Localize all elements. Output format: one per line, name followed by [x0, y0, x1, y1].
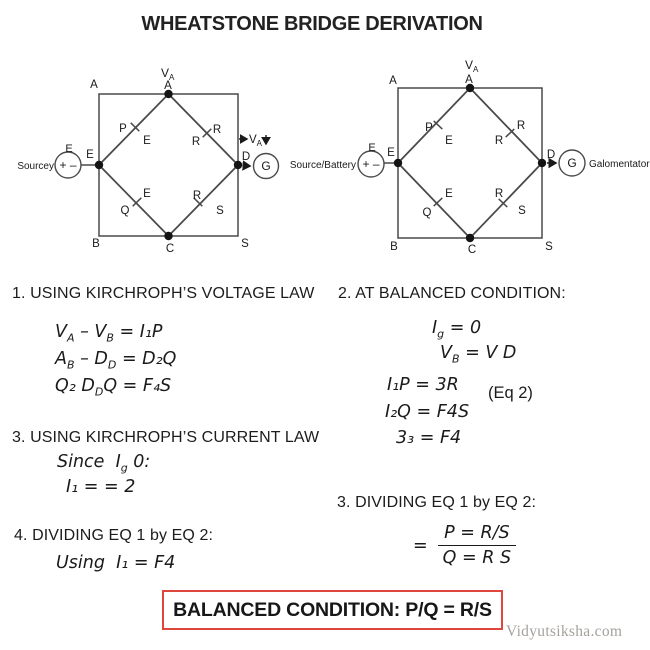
fraction: P = R/S Q = R S [437, 523, 517, 568]
balanced-condition-text: BALANCED CONDITION: P/Q = R/S [173, 598, 492, 621]
galvanometer-g-label: G [567, 156, 576, 170]
watermark: Vidyutsiksha.com [506, 623, 623, 640]
result-fraction: = P = R/S Q = R S [413, 523, 517, 568]
resistor-tag-s: R [495, 188, 503, 200]
section-1-heading: 1. USING KIRCHROPH’S VOLTAGE LAW [12, 285, 315, 302]
va-top-label: VA [161, 66, 175, 82]
node-dot-left [393, 158, 403, 168]
source-e-label: E [65, 143, 72, 155]
dividing-line-1: Using I₁ = F4 [56, 553, 176, 573]
resistor-tick-q [433, 197, 443, 207]
node-label-a: A [465, 74, 473, 86]
galvanometer-g-label: G [261, 159, 270, 173]
balanced-eq-2: VB = V D [440, 343, 517, 366]
corner-label-a: A [389, 75, 397, 87]
node-dot-top [465, 83, 475, 93]
galvanometer-circle [558, 149, 586, 177]
node-label-a: A [164, 80, 172, 92]
resistor-tick-s [193, 197, 203, 207]
resistor-tag-q: E [143, 188, 151, 200]
resistor-tick-p [433, 120, 443, 130]
resistor-tick-r [202, 128, 212, 138]
node-label-d: D [242, 151, 250, 163]
balanced-eq-3: I₁P = 3R [387, 375, 459, 395]
node-dot-left [94, 160, 104, 170]
balanced-eq-5: 3₃ = F4 [396, 428, 462, 448]
node-label-e: E [387, 147, 395, 159]
source-name-label: Sourcey [17, 161, 54, 172]
resistor-tag-r: R [495, 135, 503, 147]
source-circle [54, 151, 82, 179]
node-dot-bottom [465, 233, 475, 243]
kvl-eq-1: VA – VB = I₁P [55, 322, 163, 345]
resistor-label-r: R [213, 124, 221, 136]
resistor-tag-p: E [143, 135, 151, 147]
section-4-heading: 4. DIVIDING EQ 1 by EQ 2: [14, 527, 214, 544]
fraction-equals: = [413, 535, 428, 556]
kvl-eq-3: Q₂ DDQ = F₄S [55, 376, 172, 399]
resistor-tick-p [130, 122, 140, 132]
galvanometer-circle [252, 152, 280, 180]
node-label-c: C [166, 243, 174, 255]
va-top-label: VA [465, 58, 479, 74]
source-polarity-label: + – [59, 158, 76, 172]
bridge-diagram-left: VA A A B S C D E E + – Sourcey G VA P E … [17, 66, 280, 255]
resistor-tag-q: E [445, 188, 453, 200]
resistor-label-q: Q [121, 205, 130, 217]
meter-arrow [242, 160, 252, 171]
section-3-heading: 3. USING KIRCHROPH’S CURRENT LAW [12, 429, 320, 446]
fraction-denominator: Q = R S [442, 548, 512, 568]
bridge-diagram-right: VA A A B S C D E E + – Source/Battery G … [290, 58, 650, 256]
balanced-condition-box: BALANCED CONDITION: P/Q = R/S [162, 590, 503, 630]
meter-name-label: Galomentator [589, 159, 650, 170]
resistor-tick-s [498, 198, 508, 208]
va-arrow-label: VA [249, 134, 263, 148]
resistor-tag-r: R [192, 136, 200, 148]
current-law-line-2: I₁ = = 2 [66, 477, 136, 497]
page-title: WHEATSTONE BRIDGE DERIVATION [141, 13, 483, 35]
current-law-line-1: Since Ig 0: [57, 452, 151, 475]
source-polarity-label: + – [362, 157, 379, 171]
corner-label-b: B [92, 238, 100, 250]
resistor-label-p: P [425, 122, 433, 134]
resistor-tick-q [132, 197, 142, 207]
node-label-e: E [86, 149, 94, 161]
node-label-c: C [468, 244, 476, 256]
section-5-heading: 3. DIVIDING EQ 1 by EQ 2: [337, 494, 537, 511]
node-label-d: D [547, 149, 555, 161]
source-circle [357, 150, 385, 178]
kvl-eq-2: AB – DD = D₂Q [55, 349, 177, 372]
node-dot-bottom [164, 231, 173, 241]
corner-label-s: S [241, 238, 249, 250]
resistor-tick-r [505, 128, 515, 138]
source-e-label: E [368, 142, 375, 154]
resistor-label-s: S [518, 205, 526, 217]
corner-label-a: A [90, 79, 98, 91]
balanced-eq-4: I₂Q = F4S [385, 402, 470, 422]
node-dot-right [537, 158, 547, 168]
balanced-eq-1: Ig = 0 [432, 318, 482, 341]
node-dot-right [233, 160, 243, 170]
resistor-tag-p: E [445, 135, 453, 147]
eq2-tag: (Eq 2) [488, 384, 533, 402]
corner-label-s: S [545, 241, 553, 253]
resistor-label-s: S [216, 205, 224, 217]
resistor-label-q: Q [423, 207, 432, 219]
resistor-label-p: P [119, 123, 127, 135]
fraction-numerator: P = R/S [437, 523, 517, 546]
section-2-heading: 2. AT BALANCED CONDITION: [338, 285, 566, 302]
resistor-tag-s: R [193, 190, 201, 202]
node-dot-top [164, 89, 173, 99]
source-name-label: Source/Battery [290, 160, 356, 171]
corner-label-b: B [390, 241, 398, 253]
resistor-label-r: R [517, 120, 525, 132]
